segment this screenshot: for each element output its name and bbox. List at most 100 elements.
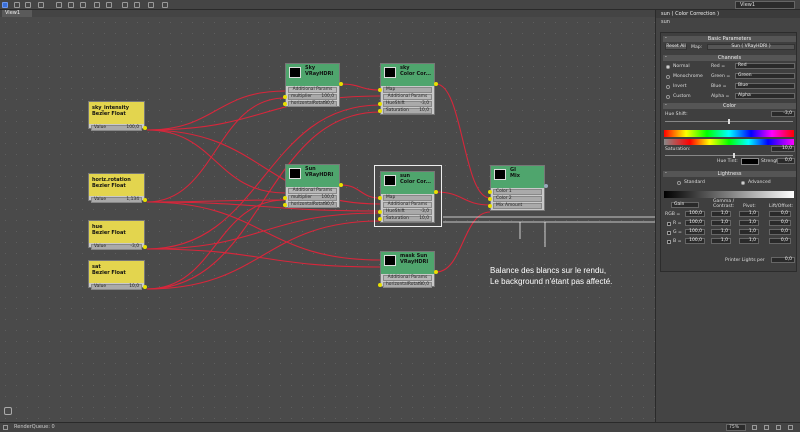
gamma-input[interactable]: 1,0 bbox=[711, 220, 731, 226]
gamma-input[interactable]: 1,0 bbox=[711, 211, 731, 217]
input-socket[interactable] bbox=[378, 88, 382, 92]
radio-advanced[interactable] bbox=[741, 181, 745, 185]
zoom-region-icon[interactable] bbox=[776, 425, 781, 430]
pivot-input[interactable]: 1,0 bbox=[739, 229, 759, 235]
lift-input[interactable]: 0,0 bbox=[769, 220, 791, 226]
output-socket[interactable] bbox=[143, 126, 147, 130]
output-socket[interactable] bbox=[143, 245, 147, 249]
view-selector[interactable]: View1 bbox=[735, 1, 795, 9]
output-socket[interactable] bbox=[339, 82, 343, 86]
param-value[interactable]: -3,0 bbox=[420, 101, 429, 106]
hue-tint-swatch[interactable] bbox=[741, 158, 759, 165]
param-value[interactable]: -3,0 bbox=[130, 244, 139, 249]
param-value[interactable]: 10,0 bbox=[129, 284, 139, 289]
lift-input[interactable]: 0,0 bbox=[769, 238, 791, 244]
gain-input[interactable]: 100,0 bbox=[685, 229, 705, 235]
move-tool-icon[interactable] bbox=[14, 2, 20, 8]
channel-enable-checkbox[interactable] bbox=[667, 222, 671, 226]
gamma-input[interactable]: 1,0 bbox=[711, 229, 731, 235]
zoom-select[interactable]: 75% bbox=[726, 424, 746, 431]
strength-input[interactable]: 0,0 bbox=[777, 158, 795, 164]
output-socket[interactable] bbox=[434, 82, 438, 86]
input-socket[interactable] bbox=[283, 102, 287, 106]
rollout-lightness[interactable]: -Lightness bbox=[663, 170, 796, 177]
input-socket[interactable] bbox=[378, 102, 382, 106]
lift-input[interactable]: 0,0 bbox=[769, 211, 791, 217]
printer-lights-input[interactable]: 0,0 bbox=[771, 257, 795, 263]
output-socket[interactable] bbox=[143, 198, 147, 202]
select-tool-icon[interactable] bbox=[2, 2, 8, 8]
param-value[interactable]: 10,0 bbox=[419, 216, 429, 221]
render-icon[interactable] bbox=[134, 2, 140, 8]
radio-monochrome[interactable] bbox=[666, 75, 670, 79]
rollout-basic-parameters[interactable]: -Basic Parameters bbox=[663, 35, 796, 42]
pivot-input[interactable]: 1,0 bbox=[739, 220, 759, 226]
material-icon[interactable] bbox=[122, 2, 128, 8]
input-socket[interactable] bbox=[378, 283, 382, 287]
options-icon[interactable] bbox=[162, 2, 168, 8]
pan-icon[interactable] bbox=[752, 425, 757, 430]
gain-input[interactable]: 100,0 bbox=[685, 238, 705, 244]
rollout-band[interactable]: Additional Params bbox=[383, 275, 432, 281]
input-socket[interactable] bbox=[488, 190, 492, 194]
delete-icon[interactable] bbox=[25, 2, 31, 8]
zoom-extents-icon[interactable] bbox=[94, 2, 100, 8]
saturation-slider-track[interactable] bbox=[665, 155, 793, 156]
input-socket[interactable] bbox=[378, 196, 382, 200]
hue-shift-input[interactable]: -3,0 bbox=[771, 111, 795, 117]
param-value[interactable]: 100,0 bbox=[321, 94, 334, 99]
pivot-input[interactable]: 1,0 bbox=[739, 238, 759, 244]
green-channel-select[interactable]: Green bbox=[735, 73, 795, 79]
param-value[interactable]: 1,134 bbox=[126, 197, 139, 202]
param-value[interactable]: 90,0 bbox=[324, 202, 334, 207]
param-value[interactable]: -3,0 bbox=[420, 209, 429, 214]
output-socket[interactable] bbox=[143, 285, 147, 289]
gamma-input[interactable]: 1,0 bbox=[711, 238, 731, 244]
param-value[interactable]: 100,0 bbox=[321, 195, 334, 200]
radio-normal[interactable] bbox=[666, 65, 670, 69]
param-value[interactable]: 10,0 bbox=[419, 108, 429, 113]
red-channel-select[interactable]: Red bbox=[735, 63, 795, 69]
input-socket[interactable] bbox=[378, 217, 382, 221]
gain-select[interactable]: Gain bbox=[671, 202, 699, 208]
arrange-icon[interactable] bbox=[68, 2, 74, 8]
radio-standard[interactable] bbox=[677, 181, 681, 185]
tab-view1[interactable]: View1 bbox=[2, 10, 33, 17]
reset-all-button[interactable]: Reset All bbox=[665, 44, 687, 50]
rollout-band[interactable]: Additional Params bbox=[288, 188, 337, 194]
rollout-band[interactable]: Additional Params bbox=[288, 87, 337, 93]
alpha-channel-select[interactable]: Alpha bbox=[735, 93, 795, 99]
rollout-band[interactable]: Additional Params bbox=[383, 202, 432, 208]
param-value[interactable]: 100,0 bbox=[126, 125, 139, 130]
blue-channel-select[interactable]: Blue bbox=[735, 83, 795, 89]
output-socket[interactable] bbox=[544, 184, 548, 188]
zoom-extents-selected-icon[interactable] bbox=[788, 425, 793, 430]
navigator-icon[interactable] bbox=[4, 407, 12, 415]
hide-icon[interactable] bbox=[80, 2, 86, 8]
input-socket[interactable] bbox=[283, 203, 287, 207]
channel-enable-checkbox[interactable] bbox=[667, 240, 671, 244]
input-socket[interactable] bbox=[488, 197, 492, 201]
radio-invert[interactable] bbox=[666, 85, 670, 89]
radio-custom[interactable] bbox=[666, 95, 670, 99]
rollout-color[interactable]: -Color bbox=[663, 102, 796, 109]
pick-icon[interactable] bbox=[38, 2, 44, 8]
hue-shift-slider-knob[interactable] bbox=[727, 119, 730, 124]
saturation-input[interactable]: 10,0 bbox=[771, 146, 795, 152]
param-value[interactable]: 90,0 bbox=[419, 282, 429, 287]
output-socket[interactable] bbox=[339, 183, 343, 187]
map-button[interactable]: Sun ( VRayHDRI ) bbox=[707, 44, 795, 50]
render-queue-icon[interactable] bbox=[3, 425, 8, 430]
channel-enable-checkbox[interactable] bbox=[667, 231, 671, 235]
lift-input[interactable]: 0,0 bbox=[769, 229, 791, 235]
input-socket[interactable] bbox=[378, 210, 382, 214]
